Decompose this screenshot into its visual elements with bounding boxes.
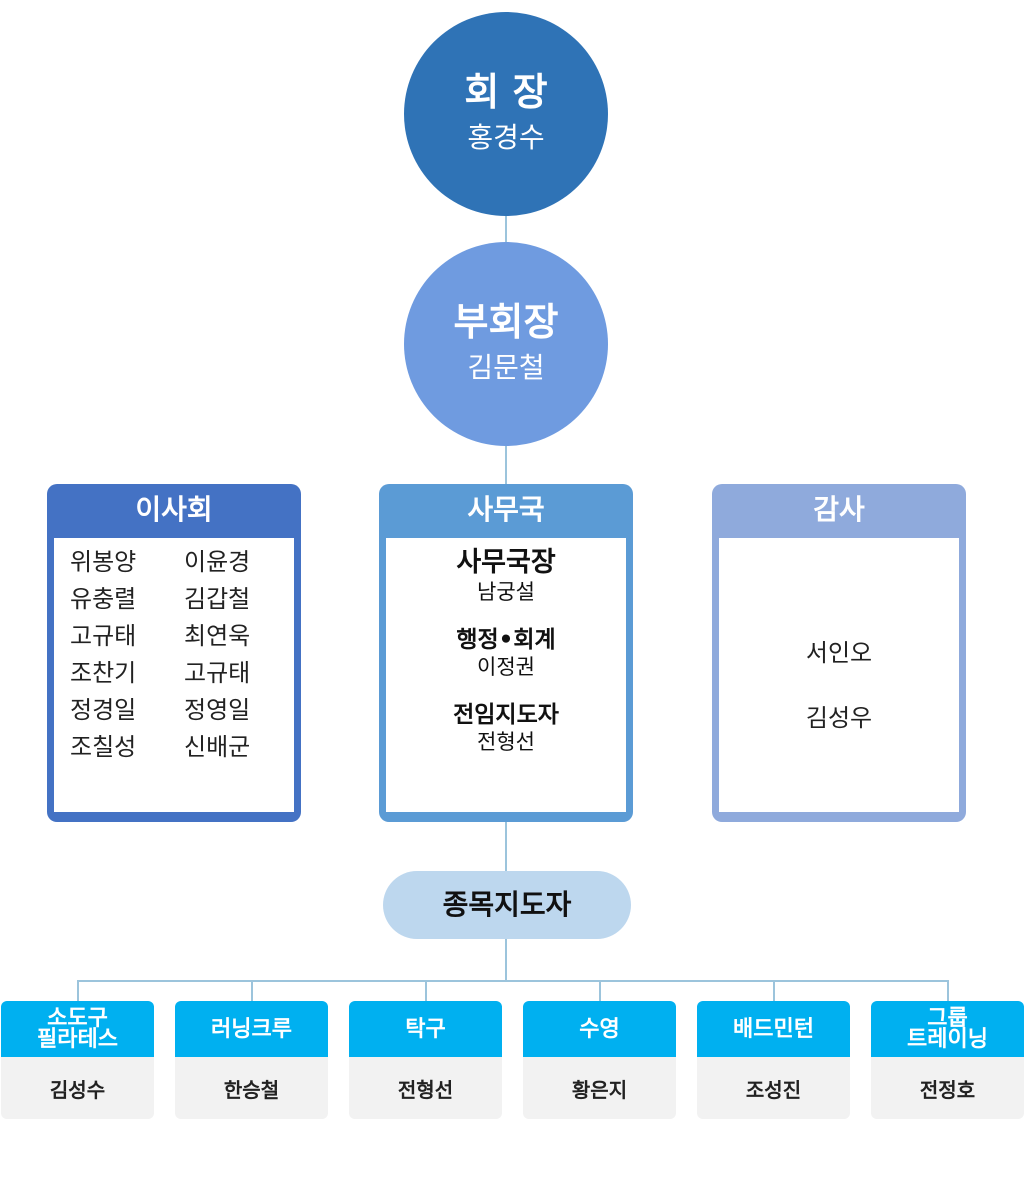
connector-sport-1 xyxy=(77,980,79,1001)
board-member: 위봉양 xyxy=(70,548,137,576)
sport-coach-name: 조성진 xyxy=(697,1057,850,1119)
audit-member: 김성우 xyxy=(805,704,873,732)
board-member: 조찬기 xyxy=(70,659,137,687)
office-role: 행정•회계 xyxy=(456,627,556,653)
connector-president-vp xyxy=(505,216,507,242)
sport-label: 수영 xyxy=(523,1001,676,1057)
office-members: 사무국장 남궁설 행정•회계 이정권 전임지도자 전형선 xyxy=(386,538,626,812)
sport-card: 배드민턴 조성진 xyxy=(697,1001,850,1121)
audit-member: 서인오 xyxy=(805,639,873,667)
connector-sport-6 xyxy=(947,980,949,1001)
sport-coach-name: 황은지 xyxy=(523,1057,676,1119)
audit-title: 감사 xyxy=(813,493,865,526)
board-box: 이사회 위봉양 이윤경 유충렬 김갑철 고규태 최연욱 조찬기 고규태 정경일 … xyxy=(47,484,301,822)
connector-vp-office xyxy=(505,446,507,484)
sport-card: 수영 황은지 xyxy=(523,1001,676,1121)
connector-sports-bus xyxy=(77,980,949,982)
president-node: 회 장 홍경수 xyxy=(404,12,608,216)
audit-box: 감사 서인오 김성우 xyxy=(712,484,966,822)
board-member: 고규태 xyxy=(70,622,137,650)
office-person: 전형선 xyxy=(477,730,535,754)
sport-coach-name: 김성수 xyxy=(1,1057,154,1119)
vice-president-title: 부회장 xyxy=(453,299,559,344)
connector-sport-2 xyxy=(251,980,253,1001)
office-item: 사무국장 남궁설 xyxy=(386,546,626,605)
office-person: 이정권 xyxy=(477,655,535,679)
connector-sport-5 xyxy=(773,980,775,1001)
president-title: 회 장 xyxy=(464,69,548,114)
board-member: 이윤경 xyxy=(184,548,251,576)
board-members: 위봉양 이윤경 유충렬 김갑철 고규태 최연욱 조찬기 고규태 정경일 정영일 … xyxy=(54,538,294,812)
board-member: 유충렬 xyxy=(70,585,137,613)
sport-label: 탁구 xyxy=(349,1001,502,1057)
board-member: 최연욱 xyxy=(184,622,251,650)
board-title: 이사회 xyxy=(135,493,213,526)
sport-card: 러닝크루 한승철 xyxy=(175,1001,328,1121)
connector-coaches-bus xyxy=(505,939,507,981)
office-item: 전임지도자 전형선 xyxy=(386,700,626,755)
president-name: 홍경수 xyxy=(467,120,545,154)
office-role: 전임지도자 xyxy=(453,702,559,728)
vice-president-node: 부회장 김문철 xyxy=(404,242,608,446)
board-member: 신배군 xyxy=(184,733,251,761)
office-person: 남궁설 xyxy=(477,580,535,604)
connector-office-coaches xyxy=(505,822,507,871)
connector-sport-3 xyxy=(425,980,427,1001)
sport-label: 배드민턴 xyxy=(697,1001,850,1057)
office-title: 사무국 xyxy=(467,493,545,526)
sport-coach-name: 전정호 xyxy=(871,1057,1024,1119)
audit-members: 서인오 김성우 xyxy=(719,538,959,812)
board-member: 정영일 xyxy=(184,696,251,724)
sport-coach-name: 전형선 xyxy=(349,1057,502,1119)
board-member: 정경일 xyxy=(70,696,137,724)
vice-president-name: 김문철 xyxy=(467,350,545,384)
board-member: 김갑철 xyxy=(184,585,251,613)
sport-coach-name: 한승철 xyxy=(175,1057,328,1119)
sport-label: 러닝크루 xyxy=(175,1001,328,1057)
office-item: 행정•회계 이정권 xyxy=(386,625,626,680)
connector-sport-4 xyxy=(599,980,601,1001)
board-member: 고규태 xyxy=(184,659,251,687)
office-role: 사무국장 xyxy=(456,547,556,578)
board-member: 조칠성 xyxy=(70,733,137,761)
sport-card: 탁구 전형선 xyxy=(349,1001,502,1121)
coaches-node: 종목지도자 xyxy=(383,871,631,939)
office-box: 사무국 사무국장 남궁설 행정•회계 이정권 전임지도자 전형선 xyxy=(379,484,633,822)
